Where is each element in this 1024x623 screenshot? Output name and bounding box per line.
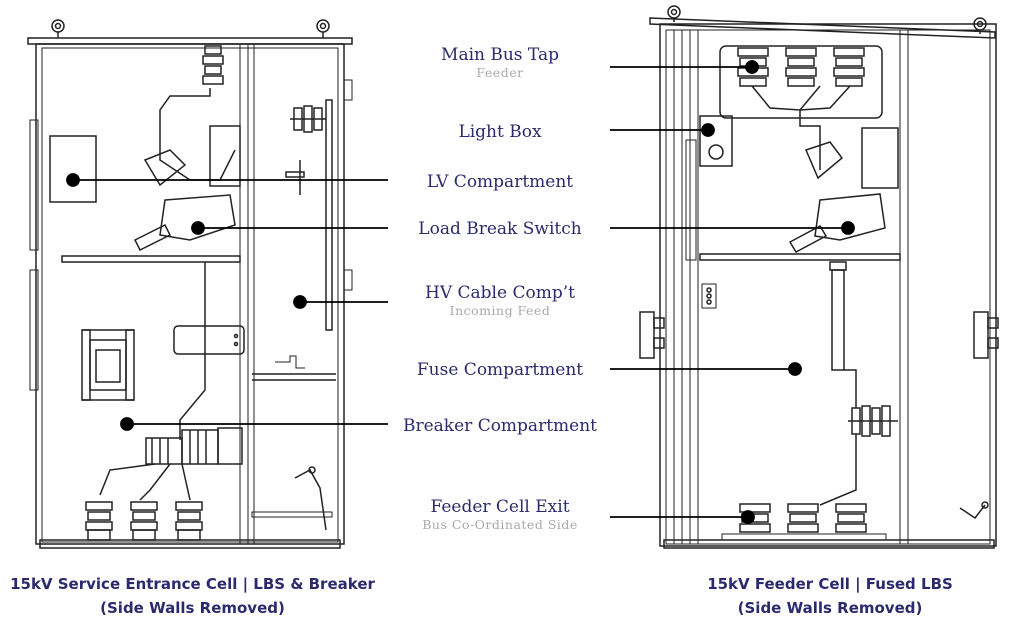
right-bottom-insulators: [739, 503, 867, 533]
breaker-compartment-title: Breaker Compartment: [402, 416, 597, 436]
caption-left-line1: 15kV Service Entrance Cell | LBS & Break…: [10, 575, 375, 593]
left-door-hinge: [29, 119, 39, 251]
load-break-switch-title: Load Break Switch: [418, 219, 582, 239]
label-lv-compartment: LV Compartment: [370, 172, 630, 192]
left-lifting-eye-2-icon: [316, 19, 330, 38]
right-light-box: [699, 115, 733, 167]
marker-fuse: [788, 362, 802, 376]
left-breaker: [145, 427, 243, 465]
left-lifting-eye-icon: [51, 19, 65, 38]
fuse-compartment-title: Fuse Compartment: [416, 360, 584, 380]
marker-breaker: [120, 417, 134, 431]
left-bottom-insulators: [85, 501, 203, 541]
label-main-bus-tap: Main Bus Tap Feeder: [370, 45, 630, 81]
left-partition: [239, 43, 249, 545]
left-frame: [35, 43, 345, 545]
marker-light-box: [701, 123, 715, 137]
right-lifting-eye-icon: [667, 5, 681, 22]
feeder-exit-title: Feeder Cell Exit: [430, 497, 570, 517]
label-feeder-exit: Feeder Cell Exit Bus Co-Ordinated Side: [370, 497, 630, 533]
right-cell-drawing: [639, 5, 999, 549]
right-door-latch-2-icon: [973, 311, 999, 359]
right-bus-tap-box: [719, 45, 883, 119]
left-lv-box: [49, 135, 97, 203]
right-bus-insulators: [737, 47, 865, 87]
right-side-insulator: [848, 405, 898, 437]
label-breaker-compartment: Breaker Compartment: [370, 416, 630, 436]
leader-lines: [66, 60, 855, 524]
left-roof: [27, 37, 353, 45]
label-hv-cable: HV Cable Comp’t Incoming Feed: [370, 283, 630, 319]
right-lbs-body: [861, 127, 899, 189]
hv-cable-subtitle: Incoming Feed: [449, 303, 551, 318]
right-fuse-tube: [831, 269, 845, 371]
right-partition: [899, 29, 909, 545]
left-cell-drawing: [27, 19, 353, 549]
label-load-break-switch: Load Break Switch: [370, 219, 630, 239]
main-bus-tap-subtitle: Feeder: [476, 65, 524, 80]
marker-lbs-right: [841, 221, 855, 235]
left-lbs-linkage: [159, 88, 236, 181]
marker-hv-cable: [293, 295, 307, 309]
marker-main-bus-tap: [745, 60, 759, 74]
left-racking-frame: [81, 329, 135, 401]
feeder-exit-subtitle: Bus Co-Ordinated Side: [422, 517, 578, 532]
right-fuse-cap: [829, 261, 847, 271]
marker-lbs-left: [191, 221, 205, 235]
label-fuse-compartment: Fuse Compartment: [370, 360, 630, 380]
caption-right-line1: 15kV Feeder Cell | Fused LBS: [707, 575, 953, 593]
right-roof: [649, 17, 996, 39]
left-top-insulator: [202, 45, 224, 85]
caption-right-line2: (Side Walls Removed): [737, 599, 923, 617]
marker-feeder-exit: [741, 510, 755, 524]
lv-compartment-title: LV Compartment: [426, 172, 574, 192]
light-box-title: Light Box: [458, 122, 542, 142]
caption-left: 15kV Service Entrance Cell | LBS & Break…: [0, 572, 385, 620]
right-door-latch-icon: [639, 311, 665, 359]
main-bus-tap-title: Main Bus Tap: [441, 45, 559, 65]
caption-left-line2: (Side Walls Removed): [100, 599, 285, 617]
left-lbs-body: [209, 125, 241, 187]
left-hv-cable-bar: [325, 99, 333, 331]
right-frame: [659, 23, 997, 547]
caption-right: 15kV Feeder Cell | Fused LBS (Side Walls…: [650, 572, 1010, 620]
label-light-box: Light Box: [370, 122, 630, 142]
marker-lv-compartment: [66, 173, 80, 187]
hv-cable-title: HV Cable Comp’t: [425, 283, 575, 303]
left-side-insulator: [290, 105, 326, 133]
right-divider: [699, 253, 901, 261]
left-divider: [61, 255, 241, 263]
left-control-box: [173, 325, 245, 355]
